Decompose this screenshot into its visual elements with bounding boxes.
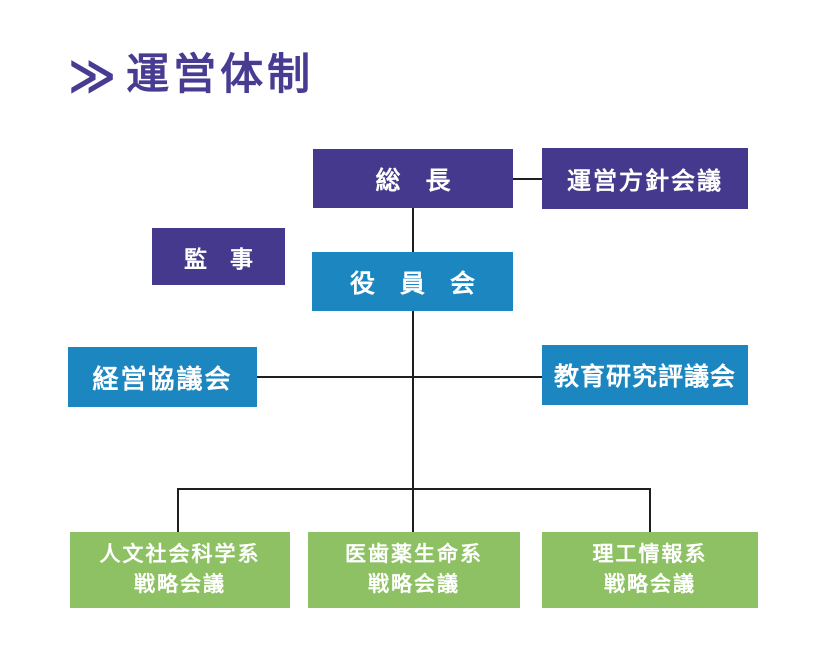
connector-councils: [257, 376, 542, 378]
node-president-label: 総 長: [375, 166, 451, 195]
connector-strategy-branch: [177, 488, 651, 490]
node-board-label: 役 員 会: [349, 269, 475, 298]
node-strategy-humanities-line1: 人文社会科学系: [99, 542, 261, 566]
page-title: ≫ 運営体制: [68, 47, 315, 103]
node-strategy-humanities: 人文社会科学系 戦略会議: [70, 532, 290, 608]
page-title-text: 運営体制: [126, 50, 315, 99]
node-strategy-medical: 医歯薬生命系 戦略会議: [308, 532, 520, 608]
node-president: 総 長: [313, 149, 513, 208]
connector-branch-right-drop: [649, 488, 651, 533]
node-management-council-label: 経営協議会: [92, 363, 233, 394]
connector-board-strategy: [412, 311, 414, 533]
node-management-council: 経営協議会: [68, 347, 257, 407]
connector-president-policy: [513, 178, 542, 180]
node-education-research-council: 教育研究評議会: [542, 345, 748, 405]
node-education-research-council-label: 教育研究評議会: [553, 363, 736, 391]
node-strategy-science: 理工情報系 戦略会議: [542, 532, 758, 608]
node-board: 役 員 会: [312, 252, 513, 311]
node-strategy-science-line2: 戦略会議: [604, 573, 696, 596]
node-auditor-label: 監 事: [184, 245, 253, 272]
node-policy-meeting: 運営方針会議: [542, 148, 748, 209]
node-auditor: 監 事: [152, 228, 285, 285]
node-strategy-medical-line2: 戦略会議: [368, 573, 460, 596]
double-chevron-icon: ≫: [68, 47, 117, 103]
node-strategy-medical-line1: 医歯薬生命系: [345, 542, 483, 566]
node-strategy-science-line1: 理工情報系: [592, 542, 708, 566]
connector-president-board: [412, 208, 414, 253]
node-strategy-humanities-line2: 戦略会議: [134, 573, 226, 596]
node-policy-meeting-label: 運営方針会議: [567, 168, 723, 195]
connector-branch-left-drop: [177, 488, 179, 533]
